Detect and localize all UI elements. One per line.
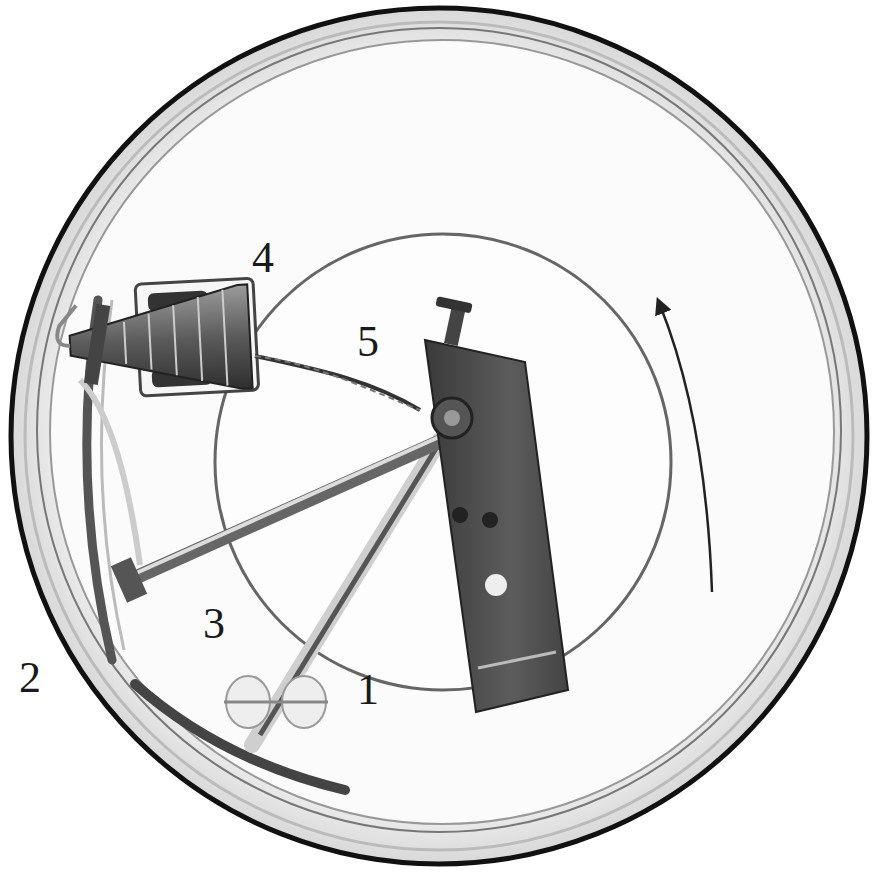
bracket-hole bbox=[452, 507, 468, 523]
rod-highlight bbox=[134, 424, 468, 574]
pivot-hole bbox=[444, 410, 460, 426]
cone-wire bbox=[56, 305, 79, 346]
ball-axle bbox=[224, 701, 328, 704]
cone-plate bbox=[84, 304, 110, 385]
support-strut bbox=[80, 380, 140, 565]
conical-spring bbox=[67, 284, 252, 397]
callout-number: 4 bbox=[249, 235, 277, 281]
bracket-hole bbox=[482, 512, 498, 528]
screw-head bbox=[435, 296, 472, 313]
bracket-hole bbox=[485, 574, 507, 596]
outer-rim bbox=[11, 8, 867, 864]
bracket-slot bbox=[478, 652, 556, 668]
callout-number: 1 bbox=[354, 667, 382, 713]
bracket bbox=[425, 340, 568, 712]
rim-ring bbox=[37, 28, 841, 832]
pivot bbox=[432, 398, 472, 438]
rim-ring bbox=[25, 22, 853, 850]
callout-number: 3 bbox=[200, 601, 228, 647]
wire bbox=[255, 356, 420, 410]
cone-assembly bbox=[55, 278, 259, 400]
rotation-arrow bbox=[660, 305, 712, 592]
rod-end bbox=[111, 557, 147, 602]
callout-number: 2 bbox=[16, 655, 44, 701]
callout-number: 5 bbox=[354, 319, 382, 365]
rod bbox=[130, 428, 470, 580]
inner-ring bbox=[50, 40, 834, 824]
wire bbox=[255, 356, 420, 410]
